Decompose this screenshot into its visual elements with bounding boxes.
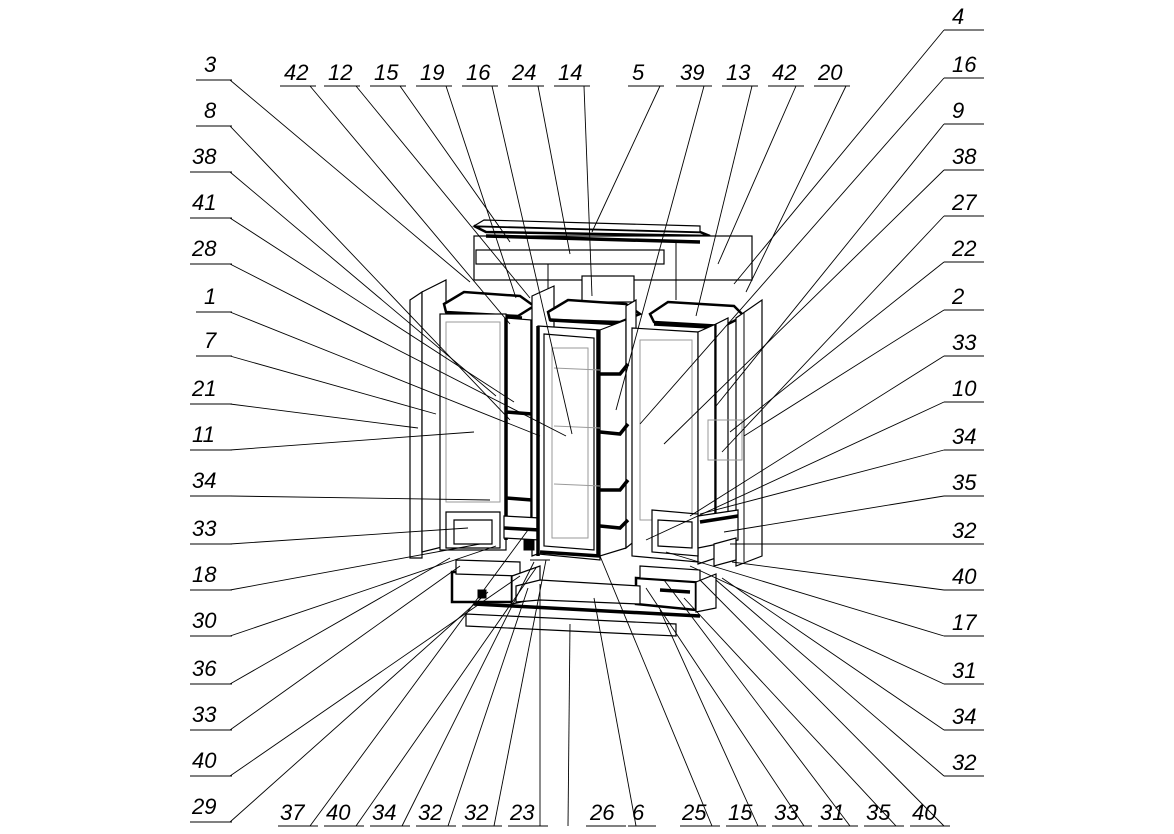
callout-label: 36 (192, 656, 217, 681)
callout-label: 23 (509, 800, 535, 825)
callout-label: 11 (192, 422, 215, 447)
callout-label: 42 (772, 60, 796, 85)
callout-label: 33 (192, 702, 217, 727)
right-callouts: 4 16 9 38 27 22 2 33 10 34 35 32 40 17 3… (944, 4, 984, 777)
callout-label: 34 (192, 468, 216, 493)
callout-label: 31 (952, 658, 976, 683)
callout-label: 33 (952, 330, 977, 355)
callout-label: 29 (191, 794, 216, 819)
callout-label: 27 (951, 190, 977, 215)
callout-label: 33 (774, 800, 799, 825)
callout-label: 34 (372, 800, 396, 825)
callout-label: 28 (191, 236, 217, 261)
callout-label: 34 (952, 424, 976, 449)
callout-label: 17 (952, 610, 977, 635)
callout-label: 38 (192, 144, 217, 169)
callout-label: 22 (951, 236, 976, 261)
callout-label: 16 (466, 60, 491, 85)
callout-label: 41 (192, 190, 216, 215)
base-plinth (465, 579, 701, 637)
callout-label: 12 (328, 60, 352, 85)
callout-label: 4 (952, 4, 964, 29)
callout-label: 32 (418, 800, 442, 825)
callout-label: 32 (952, 518, 976, 543)
callout-label: 5 (632, 60, 645, 85)
callout-label: 10 (952, 376, 977, 401)
callout-label: 6 (632, 800, 645, 825)
callout-label: 30 (192, 608, 217, 633)
top-cornice (471, 219, 753, 303)
callout-label: 16 (952, 52, 977, 77)
right-cabinet (631, 298, 763, 613)
callout-label: 40 (326, 800, 351, 825)
callout-label: 32 (464, 800, 488, 825)
callout-label: 42 (284, 60, 308, 85)
callout-label: 34 (952, 704, 976, 729)
callout-label: 24 (511, 60, 536, 85)
callout-label: 2 (951, 284, 964, 309)
callout-label: 38 (952, 144, 977, 169)
callout-label: 35 (952, 470, 977, 495)
callout-label: 20 (817, 60, 843, 85)
callout-label: 37 (280, 800, 305, 825)
callout-label: 40 (912, 800, 937, 825)
callout-label: 3 (204, 52, 217, 77)
callout-label: 33 (192, 516, 217, 541)
callout-label: 21 (191, 376, 216, 401)
callout-label: 15 (728, 800, 753, 825)
callout-label: 1 (204, 284, 216, 309)
left-callouts: 3 8 38 41 28 1 7 21 11 34 33 18 30 36 33… (190, 52, 232, 823)
callout-label: 25 (681, 800, 707, 825)
bottom-callouts: 37 40 34 32 32 23 26 6 25 15 33 31 35 40 (278, 800, 950, 827)
callout-label: 14 (558, 60, 582, 85)
callout-label: 15 (374, 60, 399, 85)
top-callouts: 42 12 15 19 16 24 14 5 39 13 42 20 (280, 60, 850, 87)
callout-label: 13 (726, 60, 751, 85)
callout-label: 8 (204, 98, 217, 123)
callout-label: 19 (420, 60, 444, 85)
callout-label: 39 (680, 60, 704, 85)
callout-label: 32 (952, 750, 976, 775)
wardrobe-exploded-view (409, 219, 763, 637)
callout-label: 35 (866, 800, 891, 825)
callout-label: 40 (952, 564, 977, 589)
leader-lines (229, 29, 945, 827)
callout-label: 26 (589, 800, 615, 825)
callout-label: 9 (952, 98, 964, 123)
callout-label: 31 (820, 800, 844, 825)
callout-label: 40 (192, 748, 217, 773)
callout-label: 7 (204, 328, 217, 353)
callout-label: 18 (192, 562, 217, 587)
